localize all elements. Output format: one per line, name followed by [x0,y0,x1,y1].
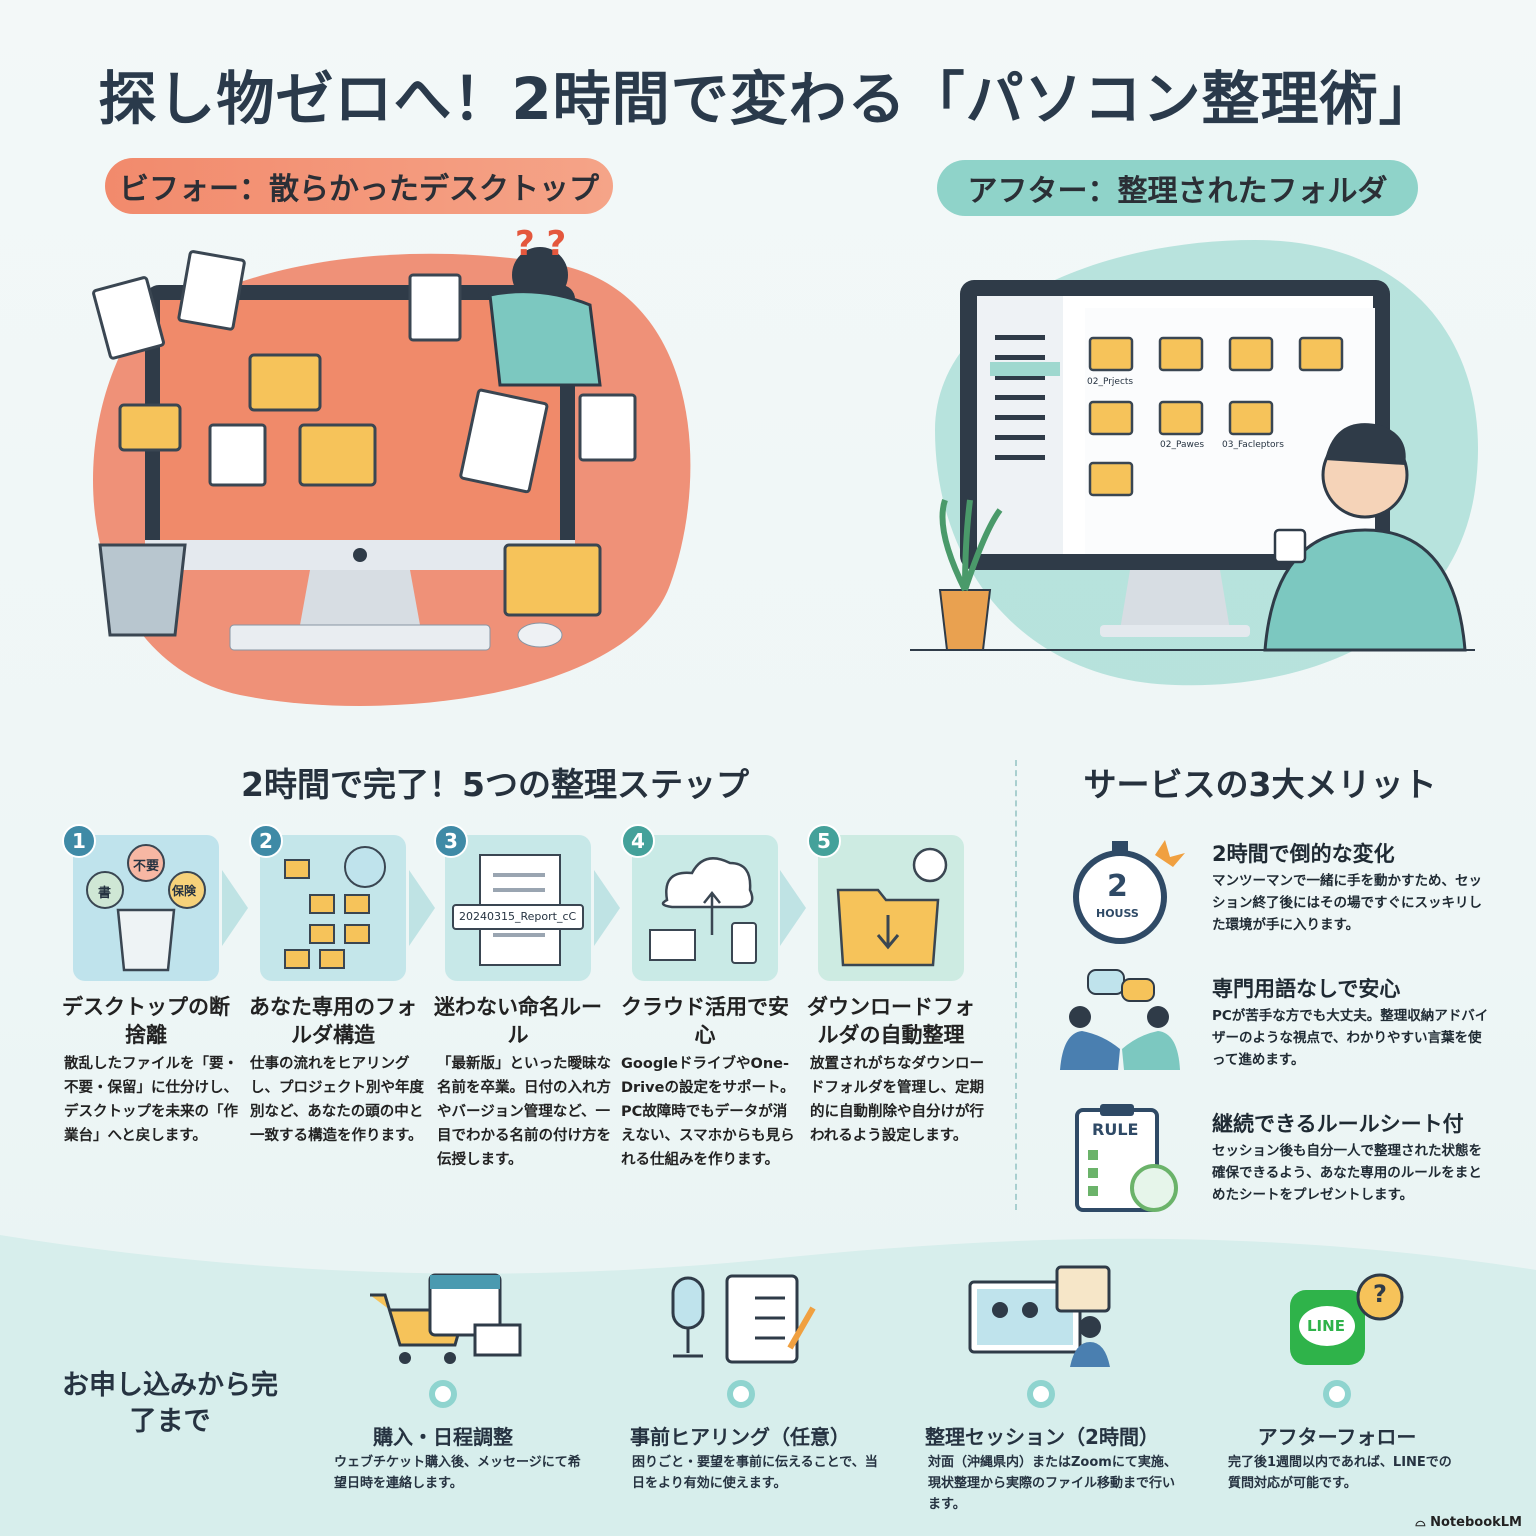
merit-description: セッション後も自分一人で整理された状態を確保できるよう、あなた専用のルールをまと… [1212,1143,1482,1203]
flow-step-marker [1323,1380,1351,1408]
step-number: 1 [62,824,96,858]
flow-step-marker [429,1380,457,1408]
brand-text: NotebookLM [1430,1515,1522,1530]
step-description: 散乱したファイルを「要・不要・保留」に仕分けし、デスクトップを未来の「作業台」へ… [64,1056,238,1144]
merit-title: 継続できるルールシート付 [1212,1112,1464,1136]
step-card-3: 20240315_Report_cC [445,835,591,981]
flow-step-title: アフターフォロー [1257,1425,1417,1449]
merit-description: マンツーマンで一緒に手を動かすため、セッション終了後にはその場ですぐにスッキリし… [1212,873,1482,933]
step-title: デスクトップの断捨離 [62,995,230,1047]
video-session-icon [968,1265,1111,1367]
flow-step-title: 整理セッション（2時間） [925,1425,1159,1449]
line-icon: LINE ? [1285,1272,1410,1367]
trash-sort-icon [86,844,206,972]
folder-label: 02_Pawes [1160,440,1205,450]
step-card-1: 書 不要 保険 [73,835,219,981]
rule-label: RULE [1092,1120,1139,1139]
flow-background [0,1235,1536,1536]
before-label: ビフォー：散らかったデスクトップ [105,158,613,214]
flow-step-title: 事前ヒアリング（任意） [630,1425,850,1449]
filename-example: 20240315_Report_cC [459,910,577,923]
step-number: 4 [621,824,655,858]
steps-heading: 2時間で完了！5つの整理ステップ [241,765,749,804]
flow-step-marker [727,1380,755,1408]
step-description: GoogleドライブやOne-Driveの設定をサポート。PC故障時でもデータが… [621,1056,795,1168]
flow-step-marker [1027,1380,1055,1408]
merit-description: PCが苦手な方でも大丈夫。整理収納アドバイザーのような視点で、わかりやすい言葉を… [1212,1008,1489,1068]
step-number: 2 [249,824,283,858]
flow-step-title: 購入・日程調整 [373,1425,513,1449]
stopwatch-label: HOUSS [1096,907,1139,920]
folder-label: 02_Prjects [1087,377,1134,387]
merit-title: 2時間で倒的な変化 [1212,842,1395,866]
step-arrow [594,870,620,946]
rule-sheet-icon: RULE [1072,1102,1182,1214]
step-number: 5 [807,824,841,858]
download-folder-icon [836,847,948,967]
mic-checklist-icon [671,1274,816,1364]
bubble-label: 不要 [133,859,160,874]
after-label: アフター：整理されたフォルダ [937,160,1418,216]
flow-step-description: 困りごと・要望を事前に伝えることで、当日をより有効に使えます。 [632,1455,878,1491]
step-description: 仕事の流れをヒアリングし、プロジェクト別や年度別など、あなたの頭の中と一致する構… [250,1056,424,1144]
step-number: 3 [434,824,468,858]
step-arrow [222,870,248,946]
merit-title: 専門用語なしで安心 [1212,977,1401,1001]
section-divider [1015,760,1017,1210]
merits-heading: サービスの3大メリット [1083,765,1437,804]
step-arrow [780,870,806,946]
flow-step-description: 対面（沖縄県内）またはZoomにて実施、現状整理から実際のファイル移動まで行いま… [928,1455,1177,1512]
bubble-label: 書 [98,886,112,901]
step-description: 「最新版」といった曖昧な名前を卒業。日付の入れ方やバージョン管理など、一目でわか… [437,1056,611,1168]
question-icon: ? [1373,1280,1387,1308]
step-card-2 [260,835,406,981]
svg-text:? ?: ? ? [515,225,566,264]
flow-step-description: 完了後1週間以内であれば、LINEでの質問対応が可能です。 [1228,1455,1452,1491]
step-title: ダウンロードフォルダの自動整理 [807,995,975,1047]
notebooklm-logo-icon: ⌓ [1415,1515,1431,1530]
step-title: あなた専用のフォルダ構造 [249,995,417,1047]
before-illustration: ? ? [92,225,691,706]
cloud-sync-icon [649,857,757,964]
step-card-5 [818,835,964,981]
flow-step-description: ウェブチケット購入後、メッセージにて希望日時を連絡します。 [334,1455,581,1491]
notebooklm-brand: ⌓ NotebookLM [1415,1515,1522,1530]
document-icon [452,854,584,966]
folder-tree-icon [284,846,386,969]
line-label: LINE [1307,1317,1345,1335]
step-title: クラウド活用で安心 [621,995,789,1047]
stopwatch-icon: 2 HOUSS [1065,835,1185,945]
step-title: 迷わない命名ルール [434,995,602,1047]
step-description: 放置されがちなダウンロードフォルダを管理し、定期的に自動削除や自分けが行われるよ… [810,1056,984,1144]
stopwatch-number: 2 [1107,869,1128,904]
cart-calendar-icon [370,1273,522,1364]
page-title: 探し物ゼロへ！2時間で変わる「パソコン整理術」 [98,65,1438,133]
handshake-icon [1060,969,1180,1070]
flow-heading: お申し込みから完了まで [62,1370,278,1437]
folder-label: 03_Facleptors [1222,440,1284,450]
step-card-4 [632,835,778,981]
bubble-label: 保険 [172,884,197,898]
after-illustration [910,240,1479,686]
step-arrow [409,870,435,946]
